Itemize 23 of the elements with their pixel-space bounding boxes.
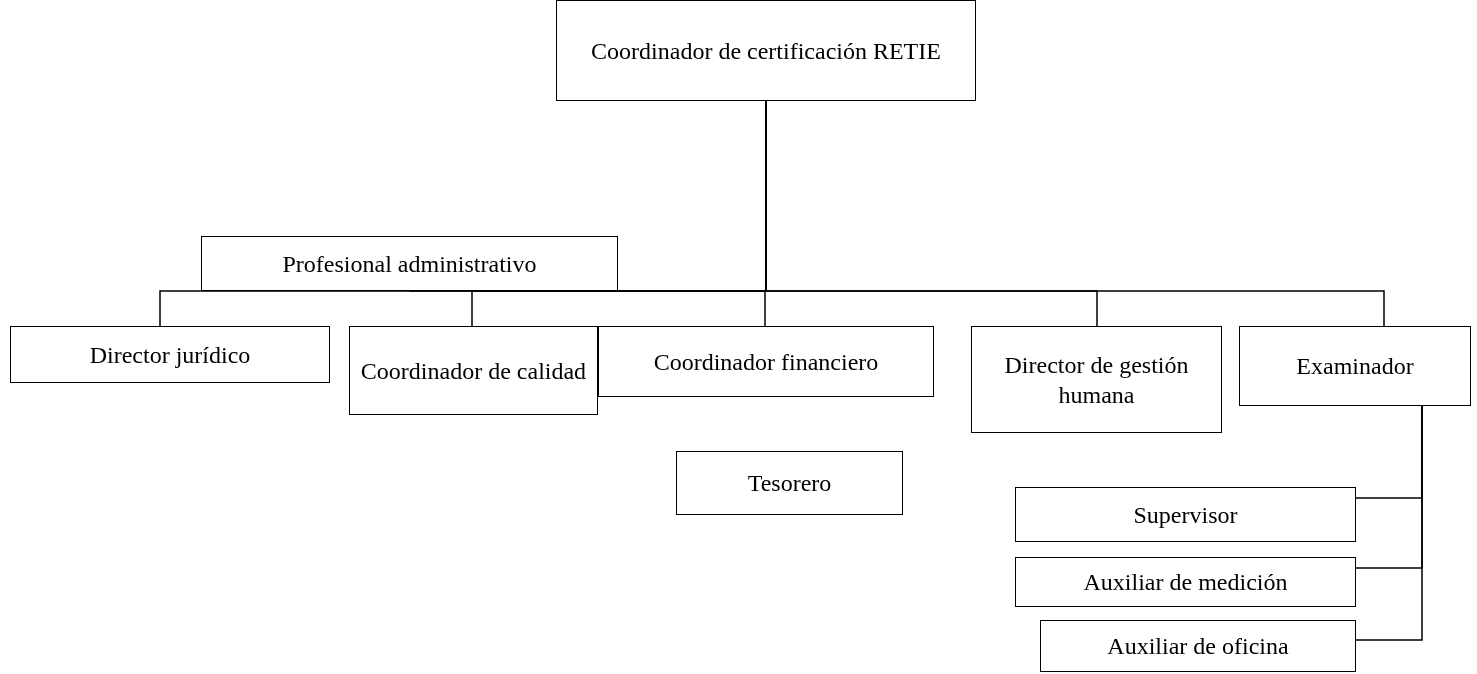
role-box (1015, 487, 1356, 542)
role-box (10, 326, 330, 383)
role-box (1015, 557, 1356, 607)
role-title: Coordinador financiero (653, 347, 879, 377)
role-title: Director de gestión humana (1003, 350, 1190, 410)
role-box (349, 326, 598, 415)
role-title: Auxiliar de oficina (1107, 632, 1289, 661)
role-title: Director jurídico (89, 340, 251, 370)
role-title: Examinador (1296, 352, 1414, 381)
role-title: Coordinador de certificación RETIE (591, 36, 941, 66)
role-box (1239, 326, 1471, 406)
connector-line (1355, 405, 1423, 641)
role-title: Coordinador de calidad (360, 356, 587, 386)
role-title: Profesional administrativo (282, 249, 537, 279)
role-box (971, 326, 1222, 433)
role-title: Auxiliar de medición (1083, 568, 1288, 597)
role-box (676, 451, 903, 515)
role-box (1040, 620, 1356, 672)
role-box (556, 0, 976, 101)
role-title: Supervisor (1133, 500, 1238, 530)
role-box (201, 236, 618, 291)
role-title: Tesorero (747, 469, 832, 498)
role-box (598, 326, 934, 397)
